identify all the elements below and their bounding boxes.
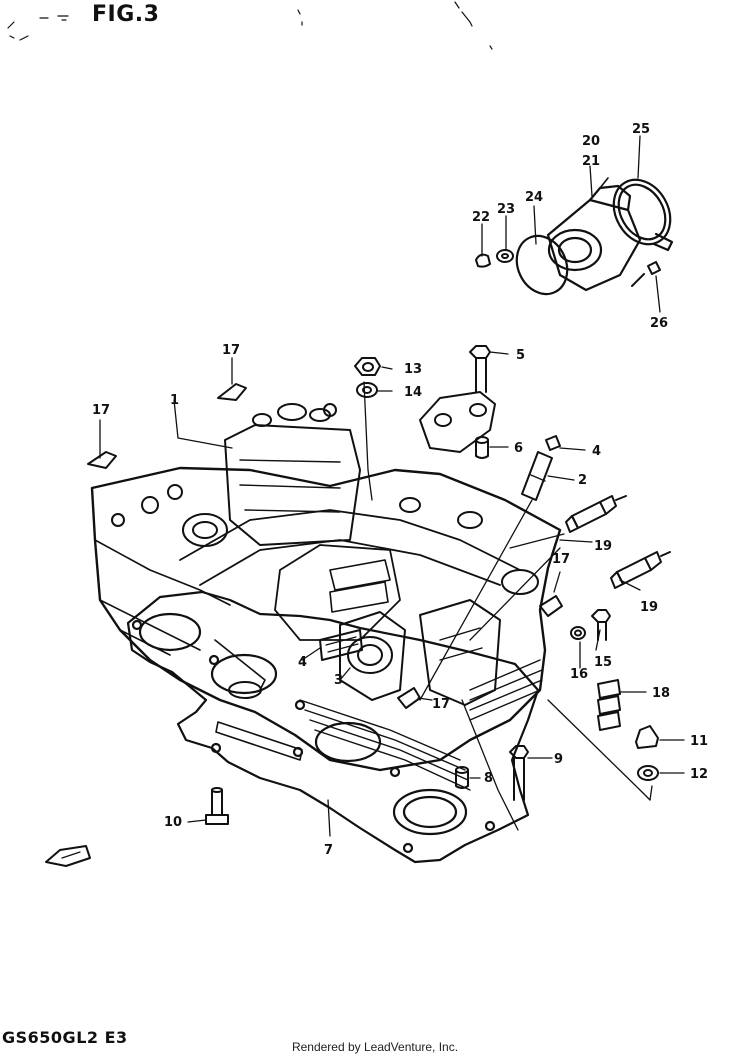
- bolt-5: [469, 345, 491, 393]
- callout-20: 20: [582, 134, 600, 149]
- screw-22: [475, 253, 491, 268]
- plug-17: [397, 687, 421, 709]
- washer-23: [496, 249, 514, 263]
- callout-labels: 1 2 3 4 4 5 6 7 8 9 10 11 12 13 14 15 16…: [92, 122, 708, 858]
- callout-12: 12: [690, 767, 708, 782]
- gasket-bore: [138, 612, 202, 652]
- callout-3: 3: [334, 673, 343, 688]
- spark-plug-19: [610, 551, 671, 589]
- callout-11: 11: [690, 734, 708, 749]
- hose-clamp-25: [612, 178, 674, 252]
- gasket-bore: [314, 721, 382, 763]
- dowel-8: [455, 766, 469, 789]
- callout-17: 17: [92, 403, 110, 418]
- callout-19: 19: [640, 600, 658, 615]
- callout-4: 4: [592, 444, 601, 459]
- callout-14: 14: [404, 385, 422, 400]
- screw-26: [631, 261, 661, 287]
- intake-pipe: [546, 177, 642, 292]
- bolt-15: [591, 609, 611, 641]
- gasket-bore: [392, 788, 468, 836]
- callout-19: 19: [594, 539, 612, 554]
- plug-17: [87, 451, 117, 469]
- plug-cap-2: [521, 435, 561, 501]
- callout-22: 22: [472, 210, 490, 225]
- cylinder-head-body: [90, 403, 562, 791]
- forward-arrow-icon: [45, 845, 91, 867]
- callout-15: 15: [594, 655, 612, 670]
- plug-17: [539, 595, 563, 617]
- callout-7: 7: [324, 843, 333, 858]
- scan-speck: [7, 1, 493, 50]
- callout-6: 6: [514, 441, 523, 456]
- washer-12: [637, 765, 659, 781]
- callout-26: 26: [650, 316, 668, 331]
- callout-4: 4: [298, 655, 307, 670]
- nut-13: [354, 357, 381, 376]
- cushion-18: [597, 679, 621, 731]
- spark-plug-19: [565, 495, 627, 533]
- callout-16: 16: [570, 667, 588, 682]
- gasket-bore: [210, 653, 278, 695]
- bolt-10: [205, 787, 229, 825]
- render-credit: Rendered by LeadVenture, Inc.: [291, 1040, 459, 1054]
- callout-13: 13: [404, 362, 422, 377]
- callout-17: 17: [222, 343, 240, 358]
- washer-14: [356, 382, 378, 398]
- callout-17: 17: [552, 552, 570, 567]
- callout-10: 10: [164, 815, 182, 830]
- callout-8: 8: [484, 771, 493, 786]
- cap-nut-11: [635, 725, 659, 749]
- o-ring-24: [515, 234, 569, 296]
- washer-16: [570, 626, 586, 640]
- cam-cap: [419, 391, 496, 453]
- rocker-stud: [319, 629, 363, 661]
- callout-2: 2: [578, 473, 587, 488]
- bolt-9: [509, 745, 529, 801]
- callout-17: 17: [432, 697, 450, 712]
- figure-title: FIG.3: [92, 2, 160, 27]
- plug-17: [217, 383, 247, 401]
- callout-25: 25: [632, 122, 650, 137]
- model-code: GS650GL2 E3: [2, 1028, 128, 1047]
- leader-lines: [99, 135, 685, 837]
- callout-9: 9: [554, 752, 563, 767]
- callout-1: 1: [170, 393, 179, 408]
- callout-18: 18: [652, 686, 670, 701]
- callout-5: 5: [516, 348, 525, 363]
- callout-21: 21: [582, 154, 600, 169]
- callout-24: 24: [525, 190, 543, 205]
- head-gasket: [126, 590, 540, 864]
- dowel-6: [475, 436, 489, 459]
- callout-23: 23: [497, 202, 515, 217]
